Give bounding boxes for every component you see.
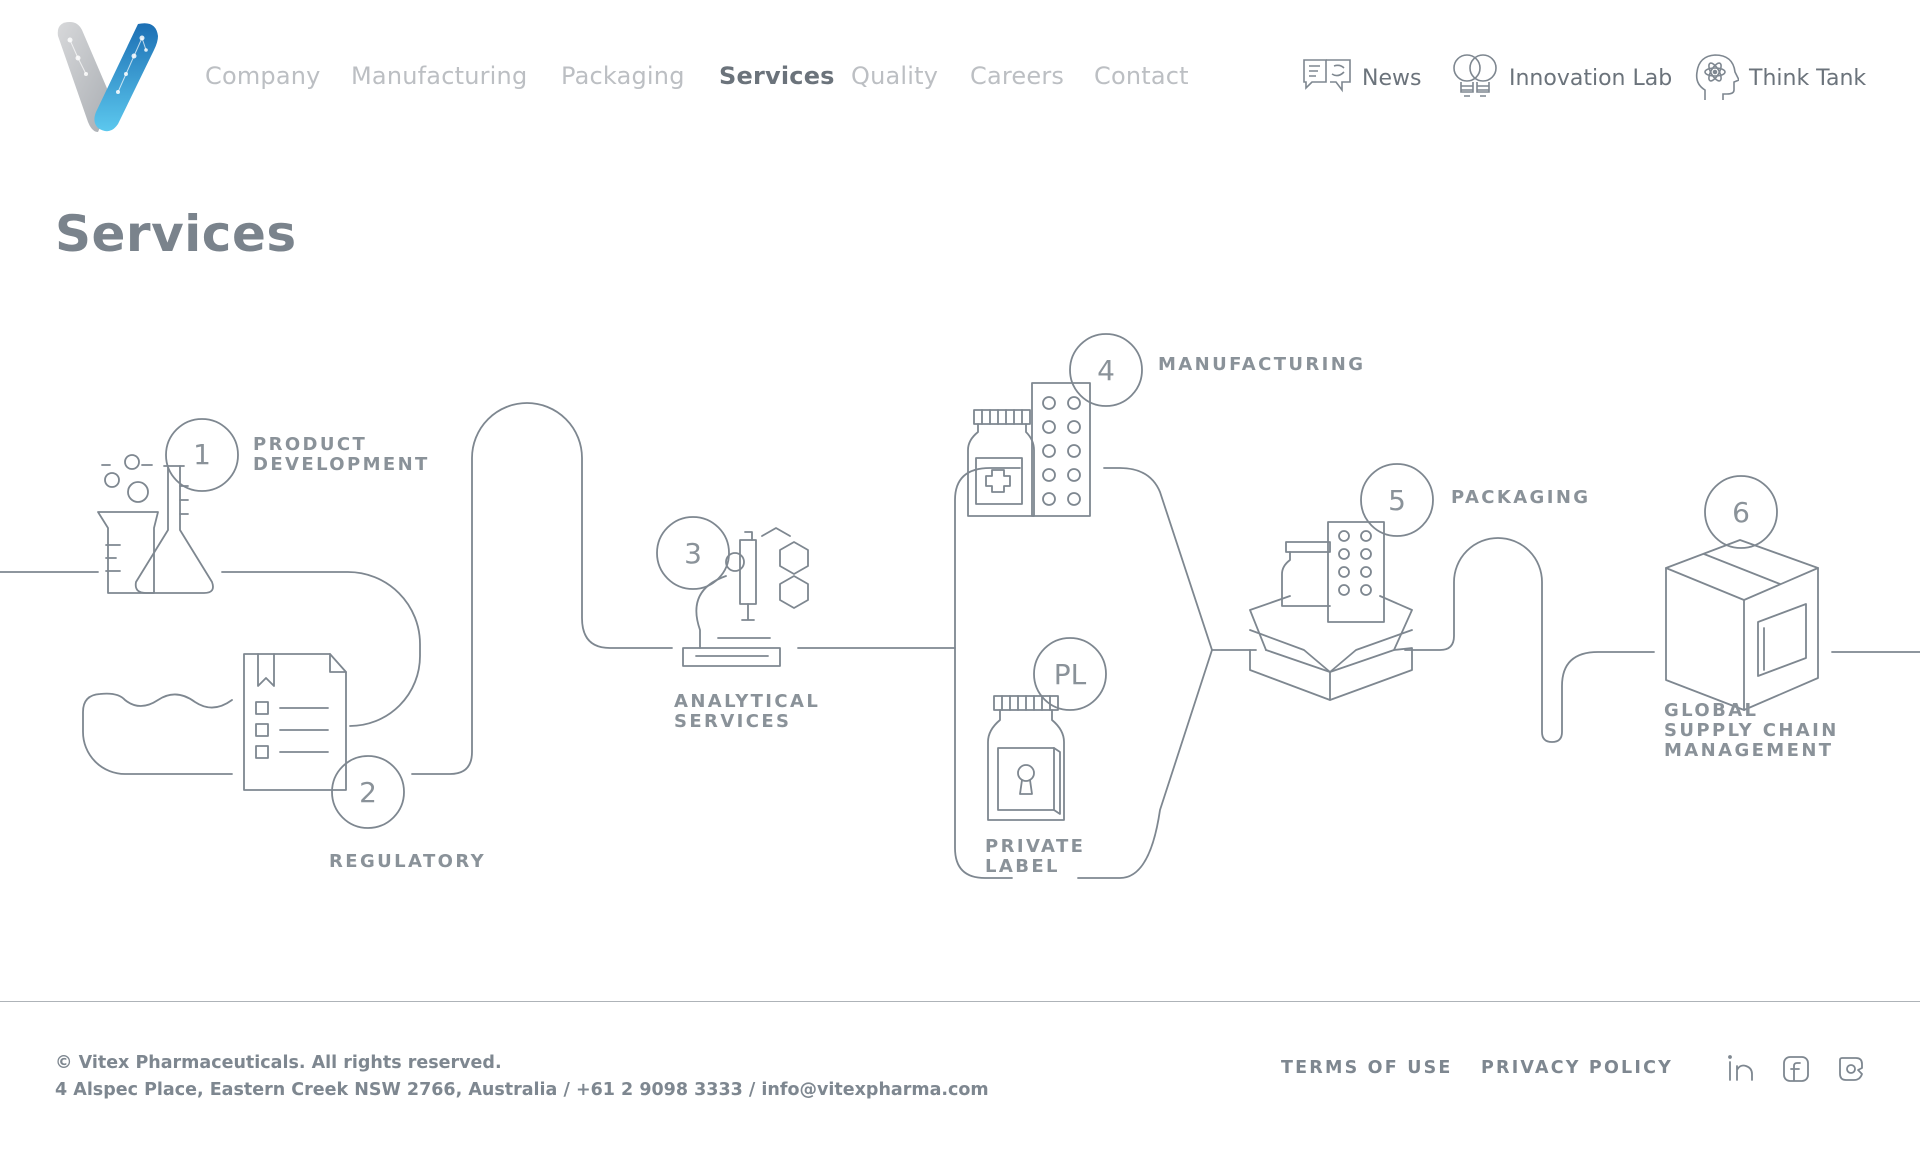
pill-bottle-blister-icon bbox=[967, 333, 1143, 517]
nav-quality[interactable]: Quality bbox=[851, 62, 939, 90]
services-process-diagram: 1 2 3 bbox=[0, 300, 1920, 920]
step-pl-number: PL bbox=[1054, 658, 1087, 691]
open-box-icon bbox=[1249, 463, 1434, 701]
nav-packaging[interactable]: Packaging bbox=[561, 62, 685, 90]
think-tank-link[interactable]: Think Tank bbox=[1693, 50, 1866, 106]
step-5-label: PACKAGING bbox=[1451, 487, 1591, 508]
microscope-icon bbox=[656, 516, 809, 667]
linkedin-icon[interactable] bbox=[1726, 1054, 1756, 1084]
step-2-number: 2 bbox=[359, 776, 377, 809]
nav-company[interactable]: Company bbox=[205, 62, 321, 90]
head-atom-icon bbox=[1695, 54, 1739, 100]
vitex-logo[interactable] bbox=[52, 20, 164, 134]
privacy-policy-link[interactable]: PRIVACY POLICY bbox=[1481, 1058, 1673, 1078]
terms-of-use-link[interactable]: TERMS OF USE bbox=[1281, 1058, 1453, 1078]
step-4-number: 4 bbox=[1097, 354, 1115, 387]
nav-contact[interactable]: Contact bbox=[1094, 62, 1189, 90]
nav-services[interactable]: Services bbox=[719, 62, 835, 90]
instagram-icon[interactable] bbox=[1836, 1054, 1866, 1084]
news-link[interactable]: News bbox=[1302, 50, 1421, 106]
innovation-lab-link[interactable]: Innovation Lab bbox=[1451, 50, 1672, 106]
speech-bubbles-icon bbox=[1303, 59, 1351, 93]
step-3-number: 3 bbox=[684, 537, 702, 570]
lightbulbs-icon bbox=[1453, 54, 1497, 97]
step-1-number: 1 bbox=[193, 438, 211, 471]
footer-copyright: © Vitex Pharmaceuticals. All rights rese… bbox=[55, 1053, 502, 1073]
step-4-label: MANUFACTURING bbox=[1158, 354, 1366, 375]
innovation-lab-label: Innovation Lab bbox=[1509, 65, 1673, 91]
locked-bottle-icon bbox=[987, 637, 1107, 821]
footer-address: 4 Alspec Place, Eastern Creek NSW 2766, … bbox=[55, 1080, 989, 1100]
shipping-box-icon bbox=[1665, 475, 1819, 711]
step-6-number: 6 bbox=[1732, 496, 1750, 529]
news-label: News bbox=[1362, 65, 1422, 91]
facebook-icon[interactable] bbox=[1781, 1054, 1811, 1084]
checklist-document-icon bbox=[243, 653, 405, 829]
nav-manufacturing[interactable]: Manufacturing bbox=[351, 62, 528, 90]
lab-glassware-icon bbox=[97, 418, 239, 594]
think-tank-label: Think Tank bbox=[1749, 65, 1867, 91]
nav-careers[interactable]: Careers bbox=[970, 62, 1065, 90]
step-2-label: REGULATORY bbox=[329, 851, 487, 872]
process-flow-line bbox=[0, 402, 1920, 879]
footer-divider bbox=[0, 1001, 1920, 1002]
step-5-number: 5 bbox=[1388, 484, 1406, 517]
page-title: Services bbox=[55, 205, 297, 263]
